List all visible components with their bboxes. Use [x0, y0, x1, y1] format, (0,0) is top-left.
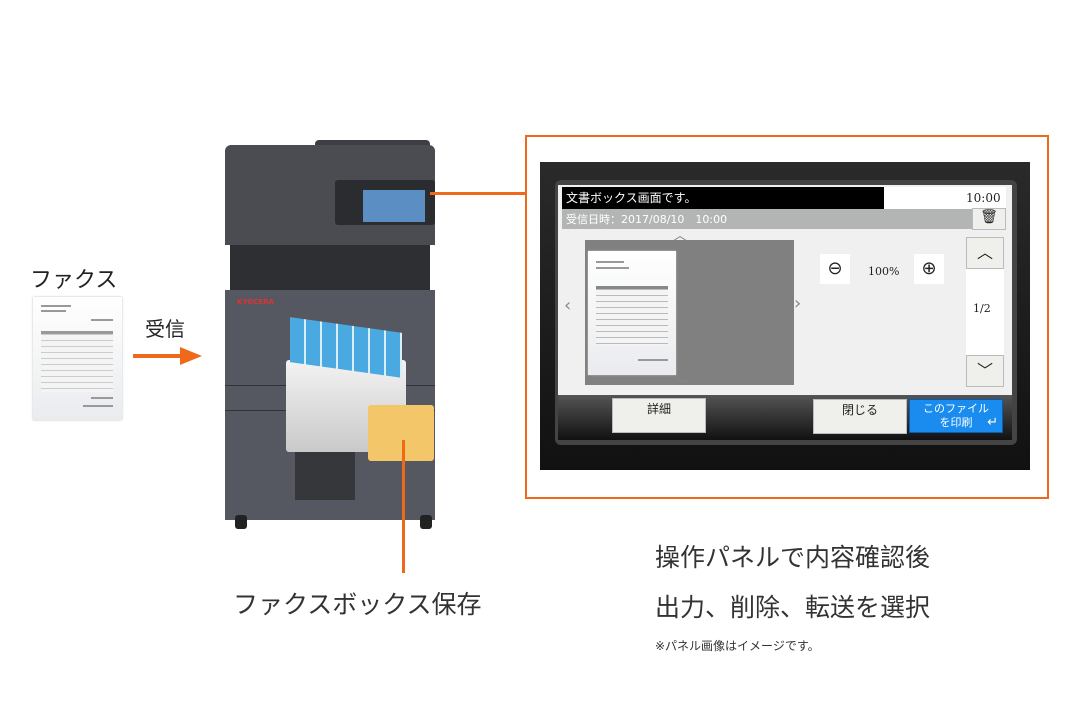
printer-brand-logo: KYOCERA: [237, 298, 274, 306]
print-button-line2: を印刷: [939, 416, 973, 429]
close-button[interactable]: 閉じる: [813, 399, 907, 434]
zoom-out-button[interactable]: ⊖: [820, 254, 850, 284]
delete-button[interactable]: 🗑: [972, 208, 1006, 230]
enter-icon: ↵: [987, 415, 998, 430]
print-button-line1: このファイル: [923, 402, 989, 415]
received-datetime: 受信日時：2017/08/10 10:00: [566, 213, 728, 226]
fax-label: ファクス: [30, 268, 118, 293]
receive-label: 受信: [145, 317, 185, 341]
scroll-right-preview-icon[interactable]: ›: [794, 293, 802, 314]
panel-callout-frame: [525, 135, 1049, 499]
preview-page: [588, 251, 676, 375]
clock: 10:00: [966, 191, 1001, 205]
zoom-in-button[interactable]: ⊕: [914, 254, 944, 284]
panel-screen: 文書ボックス画面です。 10:00 受信日時：2017/08/10 10:00 …: [558, 185, 1012, 440]
print-file-button[interactable]: このファイル を印刷 ↵: [909, 399, 1003, 433]
scroll-down-preview-icon[interactable]: ﹀: [676, 378, 690, 394]
page-down-button[interactable]: ﹀: [966, 355, 1004, 387]
fax-document-icon: [33, 297, 122, 420]
folder-icon: [368, 405, 434, 461]
page-indicator: 1/2: [973, 302, 991, 315]
zoom-level: 100%: [868, 265, 900, 278]
caption-fax-box-save: ファクスボックス保存: [233, 590, 482, 619]
receive-arrow: [133, 354, 183, 358]
leader-line-panel: [430, 192, 525, 195]
leader-line-box: [402, 440, 405, 573]
page-up-button[interactable]: ︿: [966, 237, 1004, 269]
caption-right-line2: 出力、削除、転送を選択: [655, 593, 931, 622]
arrow-head-icon: [180, 347, 202, 365]
screen-title: 文書ボックス画面です。: [566, 191, 697, 205]
panel-image-note: ※パネル画像はイメージです。: [655, 639, 820, 653]
details-button[interactable]: 詳細: [612, 398, 706, 433]
caption-right-line1: 操作パネルで内容確認後: [655, 543, 931, 572]
scroll-up-preview-icon[interactable]: ︿: [673, 228, 687, 244]
scroll-left-preview-icon[interactable]: ‹: [564, 295, 572, 316]
